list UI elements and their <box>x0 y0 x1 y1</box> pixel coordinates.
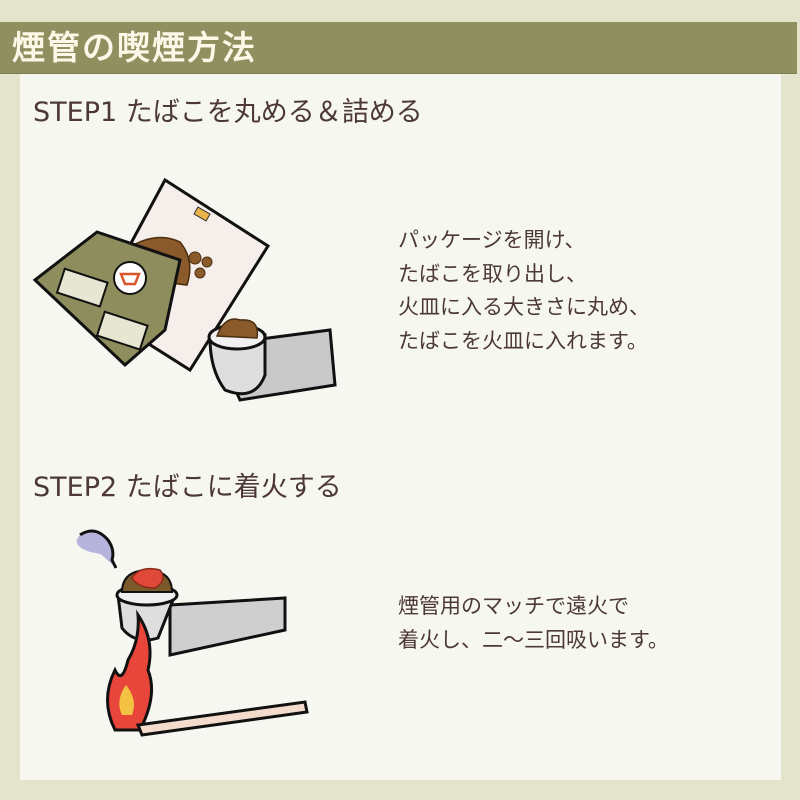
step2-line: 着火し、二〜三回吸います。 <box>398 627 669 652</box>
step1-title: STEP1 たばこを丸める＆詰める <box>33 97 423 128</box>
step1-line: 火皿に入る大きさに丸め、 <box>398 295 650 319</box>
step1-line: たばこを取り出し、 <box>398 261 587 286</box>
step1-description: パッケージを開け、 たばこを取り出し、 火皿に入る大きさに丸め、 たばこを火皿に… <box>398 224 650 358</box>
step2-line: 煙管用のマッチで遠火で <box>398 594 629 618</box>
step1-line: パッケージを開け、 <box>398 228 586 252</box>
lighting-pipe-illustration <box>76 529 309 737</box>
step2-title: STEP2 たばこに着火する <box>33 472 342 503</box>
header-bar: 煙管の喫煙方法 <box>0 22 797 74</box>
tobacco-package-illustration <box>32 177 337 402</box>
step1-line: たばこを火皿に入れます。 <box>398 328 648 353</box>
page-title: 煙管の喫煙方法 <box>12 28 257 67</box>
step2-description: 煙管用のマッチで遠火で 着火し、二〜三回吸います。 <box>398 590 669 657</box>
